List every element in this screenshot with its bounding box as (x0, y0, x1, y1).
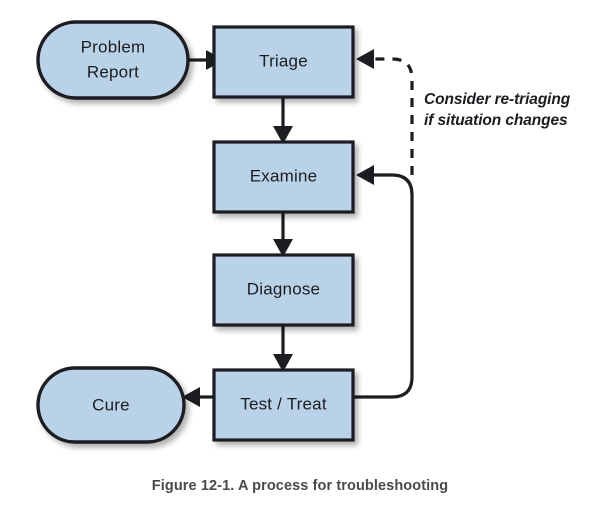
node-examine-label: Examine (250, 166, 318, 185)
node-cure-label: Cure (92, 395, 130, 414)
arrowhead-left (356, 49, 374, 69)
node-cure[interactable]: Cure (36, 366, 186, 444)
arrowhead-down (273, 239, 293, 257)
annotation-line2: if situation changes (424, 112, 568, 129)
arrowhead-down (273, 354, 293, 372)
annotation-retriage-note: Consider re-triaging if situation change… (424, 91, 571, 129)
edge-test-treat-to-cure (182, 387, 214, 407)
node-diagnose-label: Diagnose (247, 279, 320, 298)
node-examine[interactable]: Examine (212, 140, 355, 214)
node-test-treat-label: Test / Treat (240, 394, 327, 413)
edge-triage-to-examine (273, 97, 293, 144)
edge-examine-to-diagnose (273, 212, 293, 257)
figure-caption: Figure 12-1. A process for troubleshooti… (151, 478, 449, 494)
node-diagnose[interactable]: Diagnose (212, 253, 355, 327)
flowchart-svg: Problem Report Triage Examine Diagnose T… (36, 20, 571, 444)
arrowhead-down (273, 126, 293, 144)
node-problem-report-label-line1: Problem (81, 37, 146, 56)
arrowhead-left (182, 387, 200, 407)
arrowhead-left (356, 165, 374, 185)
node-triage[interactable]: Triage (212, 25, 355, 99)
node-problem-report-label-line2: Report (87, 62, 139, 81)
node-problem-report[interactable]: Problem Report (36, 20, 190, 100)
node-triage-label: Triage (259, 51, 308, 70)
edge-diagnose-to-test-treat (273, 325, 293, 372)
annotation-line1: Consider re-triaging (424, 91, 571, 108)
node-test-treat[interactable]: Test / Treat (212, 368, 355, 442)
edge-test-treat-to-examine-loop (353, 165, 414, 399)
edge-retriage-dashed-loop (356, 49, 414, 175)
